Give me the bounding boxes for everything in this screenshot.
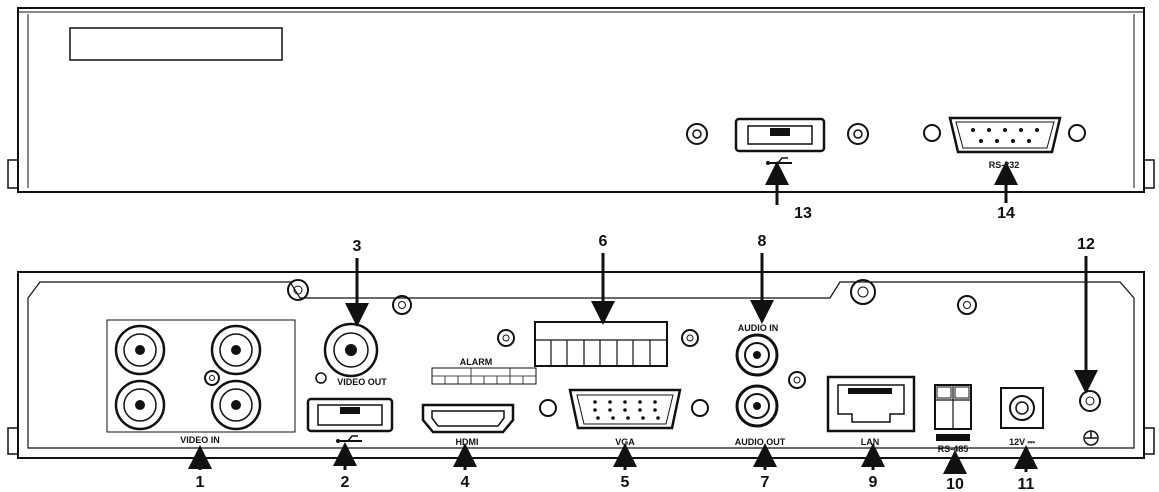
- power-label: 12V ⎓: [1009, 437, 1036, 447]
- screw-icon: [686, 123, 708, 145]
- terminal-block: [534, 321, 668, 367]
- screw-icon: [287, 279, 309, 301]
- screw-icon: [847, 123, 869, 145]
- callout-10: 10: [946, 476, 964, 492]
- bottom-panel: VIDEO IN VIDEO OUT ALARM: [7, 271, 1155, 459]
- alarm-label: ALARM: [460, 357, 493, 367]
- rs485-label: RS-485: [938, 444, 969, 454]
- audio-out-label: AUDIO OUT: [735, 437, 786, 447]
- rs232-connector: [923, 116, 1086, 154]
- video-in-group: [106, 319, 296, 433]
- callout-9: 9: [869, 474, 878, 491]
- alarm-block: [431, 367, 537, 385]
- audio-in-jack: [735, 333, 779, 377]
- top-panel: RS-232: [7, 7, 1155, 193]
- screw-icon: [1079, 390, 1101, 412]
- label-plate: [69, 27, 283, 61]
- usb-port-top: [734, 117, 826, 153]
- bnc-connector-icon: [114, 379, 166, 431]
- callout-14: 14: [997, 205, 1015, 222]
- bnc-connector-icon: [210, 379, 262, 431]
- callout-7: 7: [761, 474, 770, 491]
- rs232-label: RS-232: [989, 160, 1020, 170]
- callout-11: 11: [1018, 476, 1035, 492]
- rs485-connector: [934, 384, 972, 441]
- callout-4: 4: [461, 474, 470, 491]
- hdmi-label: HDMI: [456, 437, 479, 447]
- lan-label: LAN: [861, 437, 880, 447]
- callout-12: 12: [1077, 236, 1095, 253]
- screw-icon: [497, 329, 515, 347]
- bnc-connector-icon: [210, 324, 262, 376]
- usb-icon: [766, 157, 792, 165]
- screw-icon: [788, 371, 806, 389]
- callout-8: 8: [758, 233, 767, 250]
- vga-label: VGA: [615, 437, 635, 447]
- ground-icon: [1083, 430, 1099, 446]
- bnc-connector-icon: [114, 324, 166, 376]
- screw-icon: [957, 295, 977, 315]
- callout-13: 13: [794, 205, 812, 222]
- power-jack: [1000, 387, 1044, 429]
- bnc-connector-icon: [323, 322, 379, 378]
- screw-icon: [681, 329, 699, 347]
- vga-port: [539, 388, 709, 430]
- screw-icon: [850, 279, 876, 305]
- screw-icon: [204, 370, 220, 386]
- video-out-label: VIDEO OUT: [337, 377, 387, 387]
- callout-1: 1: [196, 474, 205, 491]
- audio-out-jack: [735, 384, 779, 428]
- callout-5: 5: [621, 474, 630, 491]
- lan-port: [826, 375, 916, 433]
- screw-icon: [392, 295, 412, 315]
- callout-3: 3: [353, 238, 362, 255]
- callout-6: 6: [599, 233, 608, 250]
- callout-2: 2: [341, 474, 350, 491]
- audio-in-label: AUDIO IN: [738, 323, 779, 333]
- video-in-label: VIDEO IN: [180, 435, 220, 445]
- usb-icon: [336, 435, 362, 443]
- video-out-marker: [315, 372, 327, 384]
- hdmi-port: [421, 403, 515, 434]
- usb-port-bottom: [306, 397, 394, 433]
